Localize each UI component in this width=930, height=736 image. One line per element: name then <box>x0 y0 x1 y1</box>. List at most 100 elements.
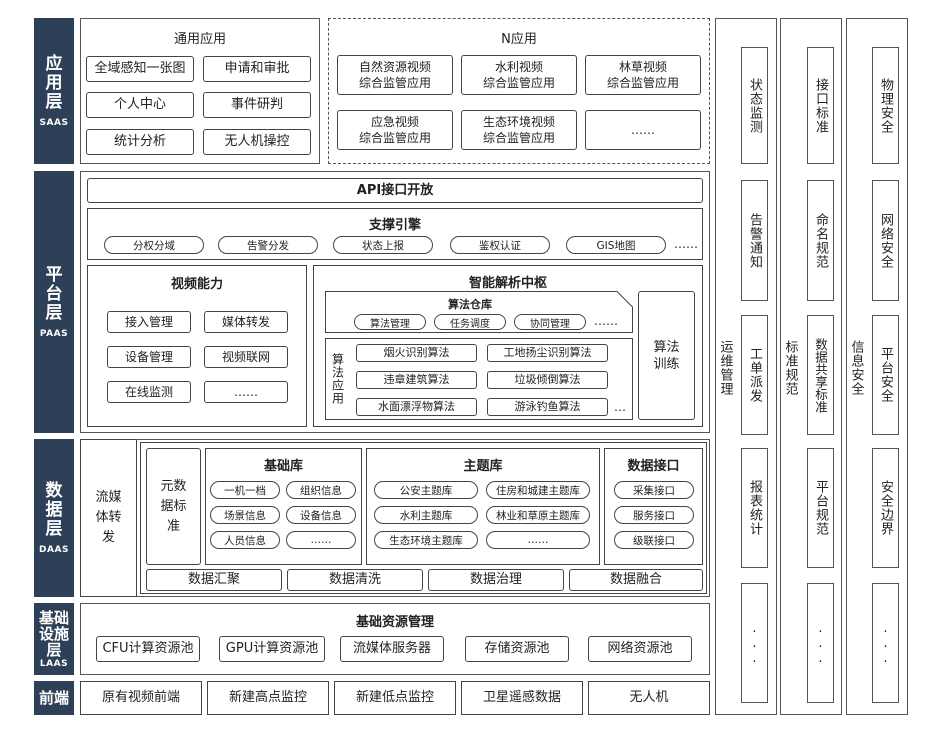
base-scene[interactable]: 场景信息 <box>210 506 280 524</box>
support-engine-title: 支撑引擎 <box>368 218 421 233</box>
general-apps-title: 通用应用 <box>173 32 226 47</box>
layer-saas-name: 应用层 <box>45 53 63 112</box>
sec-column-label: 信息安全 <box>848 340 864 396</box>
layer-laas: 基础设施层 LAAS <box>34 603 74 675</box>
app-natural-resources[interactable]: 自然资源视频 综合监管应用 <box>337 55 453 95</box>
media-server[interactable]: 流媒体服务器 <box>340 636 444 662</box>
layer-paas-en: PAAS <box>39 328 69 339</box>
algo-swimming[interactable]: 游泳钓鱼算法 <box>487 398 608 416</box>
app-statistics[interactable]: 统计分析 <box>86 129 194 155</box>
engine-alarm[interactable]: 告警分发 <box>218 236 318 254</box>
sec-network[interactable]: 网络安全 <box>872 180 899 301</box>
data-fusion[interactable]: 数据融合 <box>569 569 703 591</box>
layer-laas-en: LAAS <box>39 658 69 669</box>
app-water-resources[interactable]: 水利视频 综合监管应用 <box>461 55 577 95</box>
algo-fire[interactable]: 烟火识别算法 <box>356 344 477 362</box>
sec-more: ... <box>872 583 899 703</box>
sec-platform[interactable]: 平台安全 <box>872 315 899 435</box>
layer-saas-en: SAAS <box>39 117 69 128</box>
ops-work-order[interactable]: 工单派发 <box>741 315 768 435</box>
ops-status-monitor[interactable]: 状态监测 <box>741 47 768 164</box>
app-event-analysis[interactable]: 事件研判 <box>203 92 311 118</box>
base-org[interactable]: 组织信息 <box>286 481 356 499</box>
engine-gis[interactable]: GIS地图 <box>566 236 666 254</box>
video-access[interactable]: 接入管理 <box>107 311 191 333</box>
app-ecology[interactable]: 生态环境视频 综合监管应用 <box>461 110 577 150</box>
interface-service[interactable]: 服务接口 <box>614 506 694 524</box>
data-clean[interactable]: 数据清洗 <box>287 569 423 591</box>
layer-saas: 应用层 SAAS <box>34 18 74 164</box>
video-device[interactable]: 设备管理 <box>107 346 191 368</box>
repo-manage[interactable]: 算法管理 <box>354 314 426 330</box>
interface-cascade[interactable]: 级联接口 <box>614 531 694 549</box>
video-monitor[interactable]: 在线监测 <box>107 381 191 403</box>
ops-alarm-notify[interactable]: 告警通知 <box>741 180 768 301</box>
repo-collab[interactable]: 协同管理 <box>514 314 586 330</box>
repo-schedule[interactable]: 任务调度 <box>434 314 506 330</box>
algo-garbage[interactable]: 垃圾倾倒算法 <box>487 371 608 389</box>
front-high-monitor[interactable]: 新建高点监控 <box>207 681 329 715</box>
std-naming[interactable]: 命名规范 <box>807 180 834 301</box>
app-emergency[interactable]: 应急视频 综合监管应用 <box>337 110 453 150</box>
video-forward[interactable]: 媒体转发 <box>204 311 288 333</box>
algorithm-apps-label: 算法应用 <box>330 353 345 405</box>
std-more: ... <box>807 583 834 703</box>
data-govern[interactable]: 数据治理 <box>428 569 564 591</box>
app-forestry[interactable]: 林草视频 综合监管应用 <box>585 55 701 95</box>
ops-report[interactable]: 报表统计 <box>741 448 768 568</box>
algo-floating[interactable]: 水面漂浮物算法 <box>356 398 477 416</box>
layer-daas-name: 数据层 <box>45 480 63 539</box>
engine-status[interactable]: 状态上报 <box>333 236 433 254</box>
engine-more: …… <box>674 237 698 251</box>
std-data-sharing[interactable]: 数据共享标准 <box>807 315 834 435</box>
app-drone-control[interactable]: 无人机操控 <box>203 129 311 155</box>
theme-lib-title: 主题库 <box>463 459 503 474</box>
theme-housing[interactable]: 住房和城建主题库 <box>486 481 590 499</box>
n-apps-title: N应用 <box>501 32 537 47</box>
theme-forestry[interactable]: 林业和草原主题库 <box>486 506 590 524</box>
storage-pool[interactable]: 存储资源池 <box>465 636 569 662</box>
theme-water[interactable]: 水利主题库 <box>374 506 478 524</box>
ops-more: ... <box>741 583 768 703</box>
algo-more: … <box>614 400 626 414</box>
std-platform[interactable]: 平台规范 <box>807 448 834 568</box>
sec-physical[interactable]: 物理安全 <box>872 47 899 164</box>
base-one-machine[interactable]: 一机一档 <box>210 481 280 499</box>
layer-laas-name: 基础设施层 <box>38 608 69 659</box>
gpu-pool[interactable]: GPU计算资源池 <box>219 636 325 662</box>
front-satellite[interactable]: 卫星遥感数据 <box>461 681 583 715</box>
app-map[interactable]: 全域感知一张图 <box>86 56 194 82</box>
interface-collect[interactable]: 采集接口 <box>614 481 694 499</box>
theme-police[interactable]: 公安主题库 <box>374 481 478 499</box>
engine-auth[interactable]: 鉴权认证 <box>450 236 550 254</box>
theme-more: …… <box>486 531 590 549</box>
api-open[interactable]: API接口开放 <box>87 178 703 203</box>
algorithm-training[interactable]: 算法训练 <box>638 291 695 420</box>
video-network[interactable]: 视频联网 <box>204 346 288 368</box>
layer-front-name: 前端 <box>38 688 69 707</box>
front-low-monitor[interactable]: 新建低点监控 <box>334 681 456 715</box>
metadata-standard[interactable]: 元数据标准 <box>146 448 201 565</box>
algo-dust[interactable]: 工地扬尘识别算法 <box>487 344 608 362</box>
algorithm-repo-title: 算法仓库 <box>448 298 492 311</box>
base-personnel[interactable]: 人员信息 <box>210 531 280 549</box>
cpu-pool[interactable]: CFU计算资源池 <box>96 636 200 662</box>
video-more: …… <box>204 381 288 403</box>
engine-authority[interactable]: 分权分域 <box>104 236 204 254</box>
network-pool[interactable]: 网络资源池 <box>588 636 692 662</box>
layer-daas-en: DAAS <box>39 544 69 555</box>
app-profile[interactable]: 个人中心 <box>86 92 194 118</box>
base-device[interactable]: 设备信息 <box>286 506 356 524</box>
front-existing-video[interactable]: 原有视频前端 <box>80 681 202 715</box>
front-drone[interactable]: 无人机 <box>588 681 710 715</box>
sec-boundary[interactable]: 安全边界 <box>872 448 899 568</box>
data-aggregate[interactable]: 数据汇聚 <box>146 569 282 591</box>
std-interface[interactable]: 接口标准 <box>807 47 834 164</box>
std-column-label: 标准规范 <box>782 340 798 396</box>
layer-front: 前端 <box>34 681 74 715</box>
app-approval[interactable]: 申请和审批 <box>203 56 311 82</box>
stream-forward[interactable]: 流媒体转发 <box>80 439 137 597</box>
theme-ecology[interactable]: 生态环境主题库 <box>374 531 478 549</box>
algo-illegal-building[interactable]: 违章建筑算法 <box>356 371 477 389</box>
base-more: …… <box>286 531 356 549</box>
